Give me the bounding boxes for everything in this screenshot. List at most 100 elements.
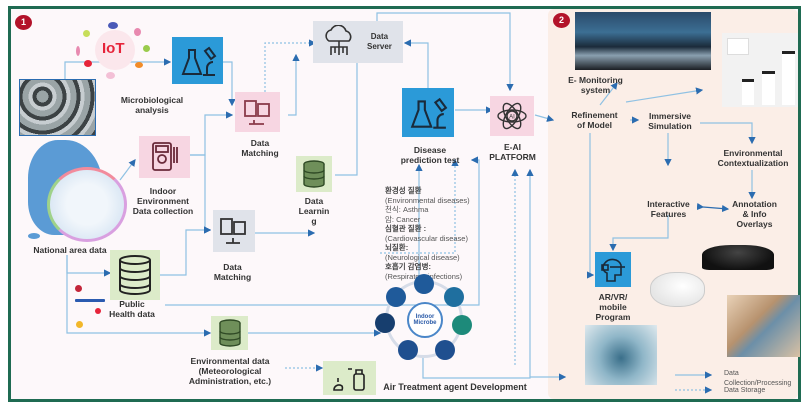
legend-solid-line-1: Data bbox=[724, 370, 739, 377]
data-learning-line-2: Learnin bbox=[298, 206, 330, 216]
air-purifier-photo bbox=[722, 33, 798, 107]
disease-item: (Respiratory infections) bbox=[385, 271, 463, 281]
indoor-env-line-2: Environment bbox=[137, 196, 189, 206]
spray-bottle-icon bbox=[332, 368, 365, 391]
environmental-data-label: Environmental data (Meteorological Admin… bbox=[180, 356, 280, 386]
disease-item: 심혈관 질환 : bbox=[385, 224, 427, 233]
eai-platform-tile[interactable]: AI bbox=[490, 96, 534, 136]
hub-node[interactable] bbox=[452, 315, 472, 335]
indoor-env-tile[interactable] bbox=[139, 136, 190, 178]
environmental-data-line-2: (Meteorological bbox=[198, 366, 262, 376]
thermometer-icon bbox=[76, 46, 80, 56]
database-icon bbox=[218, 319, 241, 347]
immersive-line-1: Immersive bbox=[648, 111, 692, 121]
air-treatment-tile[interactable] bbox=[323, 361, 376, 395]
arvr-tile[interactable] bbox=[595, 252, 631, 287]
immersive-line-2: Simulation bbox=[648, 121, 692, 131]
environmental-data-tile[interactable] bbox=[211, 316, 248, 350]
eai-platform-label: E-AI PLATFORM bbox=[485, 142, 540, 162]
hub-node[interactable] bbox=[386, 287, 406, 307]
indoor-microbe-line-1: Indoor bbox=[415, 314, 435, 320]
public-health-label: Public Health data bbox=[102, 299, 162, 319]
arvr-line-2: mobile bbox=[599, 302, 627, 312]
arvr-line-1: AR/VR/ bbox=[598, 292, 628, 302]
annotation-line-3: Overlays bbox=[736, 219, 773, 229]
robot-icon bbox=[84, 60, 92, 67]
env-context-line-2: Contextualization bbox=[717, 158, 789, 168]
arvr-line-3: Program bbox=[595, 312, 631, 322]
refinement-line-1: Refinement bbox=[571, 110, 618, 120]
microscope-tile[interactable] bbox=[172, 37, 223, 84]
disease-prediction-tile[interactable] bbox=[402, 88, 454, 137]
hub-node[interactable] bbox=[435, 340, 455, 360]
annotation-line-1: Annotation bbox=[732, 199, 777, 209]
ai-atom-icon: AI bbox=[497, 102, 527, 130]
e-monitoring-label: E- Monitoring system bbox=[563, 75, 628, 95]
disease-item: 호흡기 감염병: bbox=[385, 262, 431, 271]
indoor-env-line-3: Data collection bbox=[132, 206, 194, 216]
data-server-label-2: Server bbox=[367, 42, 392, 51]
hub-center[interactable]: Indoor Microbe bbox=[407, 302, 443, 338]
data-matching-bottom-label: Data Matching bbox=[213, 262, 252, 282]
disease-prediction-line-1: Disease bbox=[413, 145, 447, 155]
interactive-line-2: Features bbox=[650, 209, 687, 219]
purifier-unit bbox=[782, 51, 795, 105]
legend-solid-label: Data Collection/Processing bbox=[724, 369, 791, 388]
consultation-photo bbox=[727, 295, 800, 357]
disease-item: 암: Cancer bbox=[385, 214, 421, 224]
circular-chart bbox=[47, 167, 127, 242]
public-health-tile[interactable] bbox=[110, 250, 160, 300]
data-matching-top-tile[interactable] bbox=[235, 92, 280, 132]
environmental-data-line-1: Environmental data bbox=[190, 356, 270, 366]
hub-node[interactable] bbox=[375, 313, 395, 333]
disease-item: 천식: Asthma bbox=[385, 205, 429, 214]
disease-item: 뇌질환: bbox=[385, 243, 409, 252]
touch-icon bbox=[143, 45, 150, 52]
disease-item: (Cardiovascular disease) bbox=[385, 233, 468, 243]
purifier-unit bbox=[742, 79, 754, 105]
purifier-unit bbox=[727, 38, 749, 55]
disease-item: (Environmental diseases) bbox=[385, 195, 470, 205]
national-area-label: National area data bbox=[33, 245, 107, 255]
arvr-label: AR/VR/ mobile Program bbox=[588, 292, 638, 322]
env-context-label: Environmental Contextualization bbox=[712, 148, 794, 168]
disease-prediction-label: Disease prediction test bbox=[395, 145, 465, 165]
legend-solid-line-2: Collection/Processing bbox=[724, 379, 792, 387]
air-treatment-label: Air Treatment agent Development bbox=[383, 382, 527, 392]
petri-dish-photo bbox=[19, 79, 96, 136]
agency-logo-4 bbox=[76, 321, 83, 328]
data-matching-top-label: Data Matching bbox=[241, 138, 279, 158]
cloud-icon bbox=[108, 22, 118, 29]
eai-platform-line-1: E-AI bbox=[504, 142, 521, 152]
data-server-tile[interactable]: Data Server bbox=[313, 21, 403, 63]
annotation-line-2: & Info bbox=[742, 209, 767, 219]
disease-item: (Neurological disease) bbox=[385, 252, 460, 262]
public-health-line-2: Health data bbox=[109, 309, 155, 319]
agency-logo-3 bbox=[95, 308, 101, 314]
disease-list: 환경성 질환 (Environmental diseases) 천식: Asth… bbox=[385, 186, 495, 281]
data-learning-line-1: Data bbox=[304, 196, 324, 206]
map-island bbox=[28, 233, 40, 239]
hub-node[interactable] bbox=[414, 274, 434, 294]
data-matching-bottom-tile[interactable] bbox=[213, 210, 255, 252]
vr-head-icon bbox=[601, 258, 625, 282]
agency-logo-1 bbox=[75, 285, 82, 292]
purifier-unit bbox=[762, 71, 775, 105]
data-learning-label: Data Learnin g bbox=[294, 196, 334, 226]
hub-node[interactable] bbox=[444, 287, 464, 307]
indoor-env-line-1: Indoor bbox=[149, 186, 177, 196]
pill-icon bbox=[135, 62, 143, 68]
cloud-server-icon bbox=[325, 25, 352, 55]
database-icon bbox=[303, 160, 325, 188]
immersive-label: Immersive Simulation bbox=[640, 111, 700, 131]
iot-halo bbox=[95, 30, 135, 70]
hub-node[interactable] bbox=[398, 340, 418, 360]
public-health-line-1: Public bbox=[119, 299, 145, 309]
computer-icon bbox=[220, 218, 246, 244]
agency-logo-2 bbox=[75, 299, 105, 302]
legend-dotted-label: Data Storage bbox=[724, 387, 766, 394]
data-learning-tile[interactable] bbox=[296, 156, 332, 192]
e-monitoring-line-1: E- Monitoring bbox=[568, 75, 623, 85]
data-server-label-1: Data bbox=[370, 32, 389, 41]
indoor-microbe-line-2: Microbe bbox=[413, 320, 437, 326]
